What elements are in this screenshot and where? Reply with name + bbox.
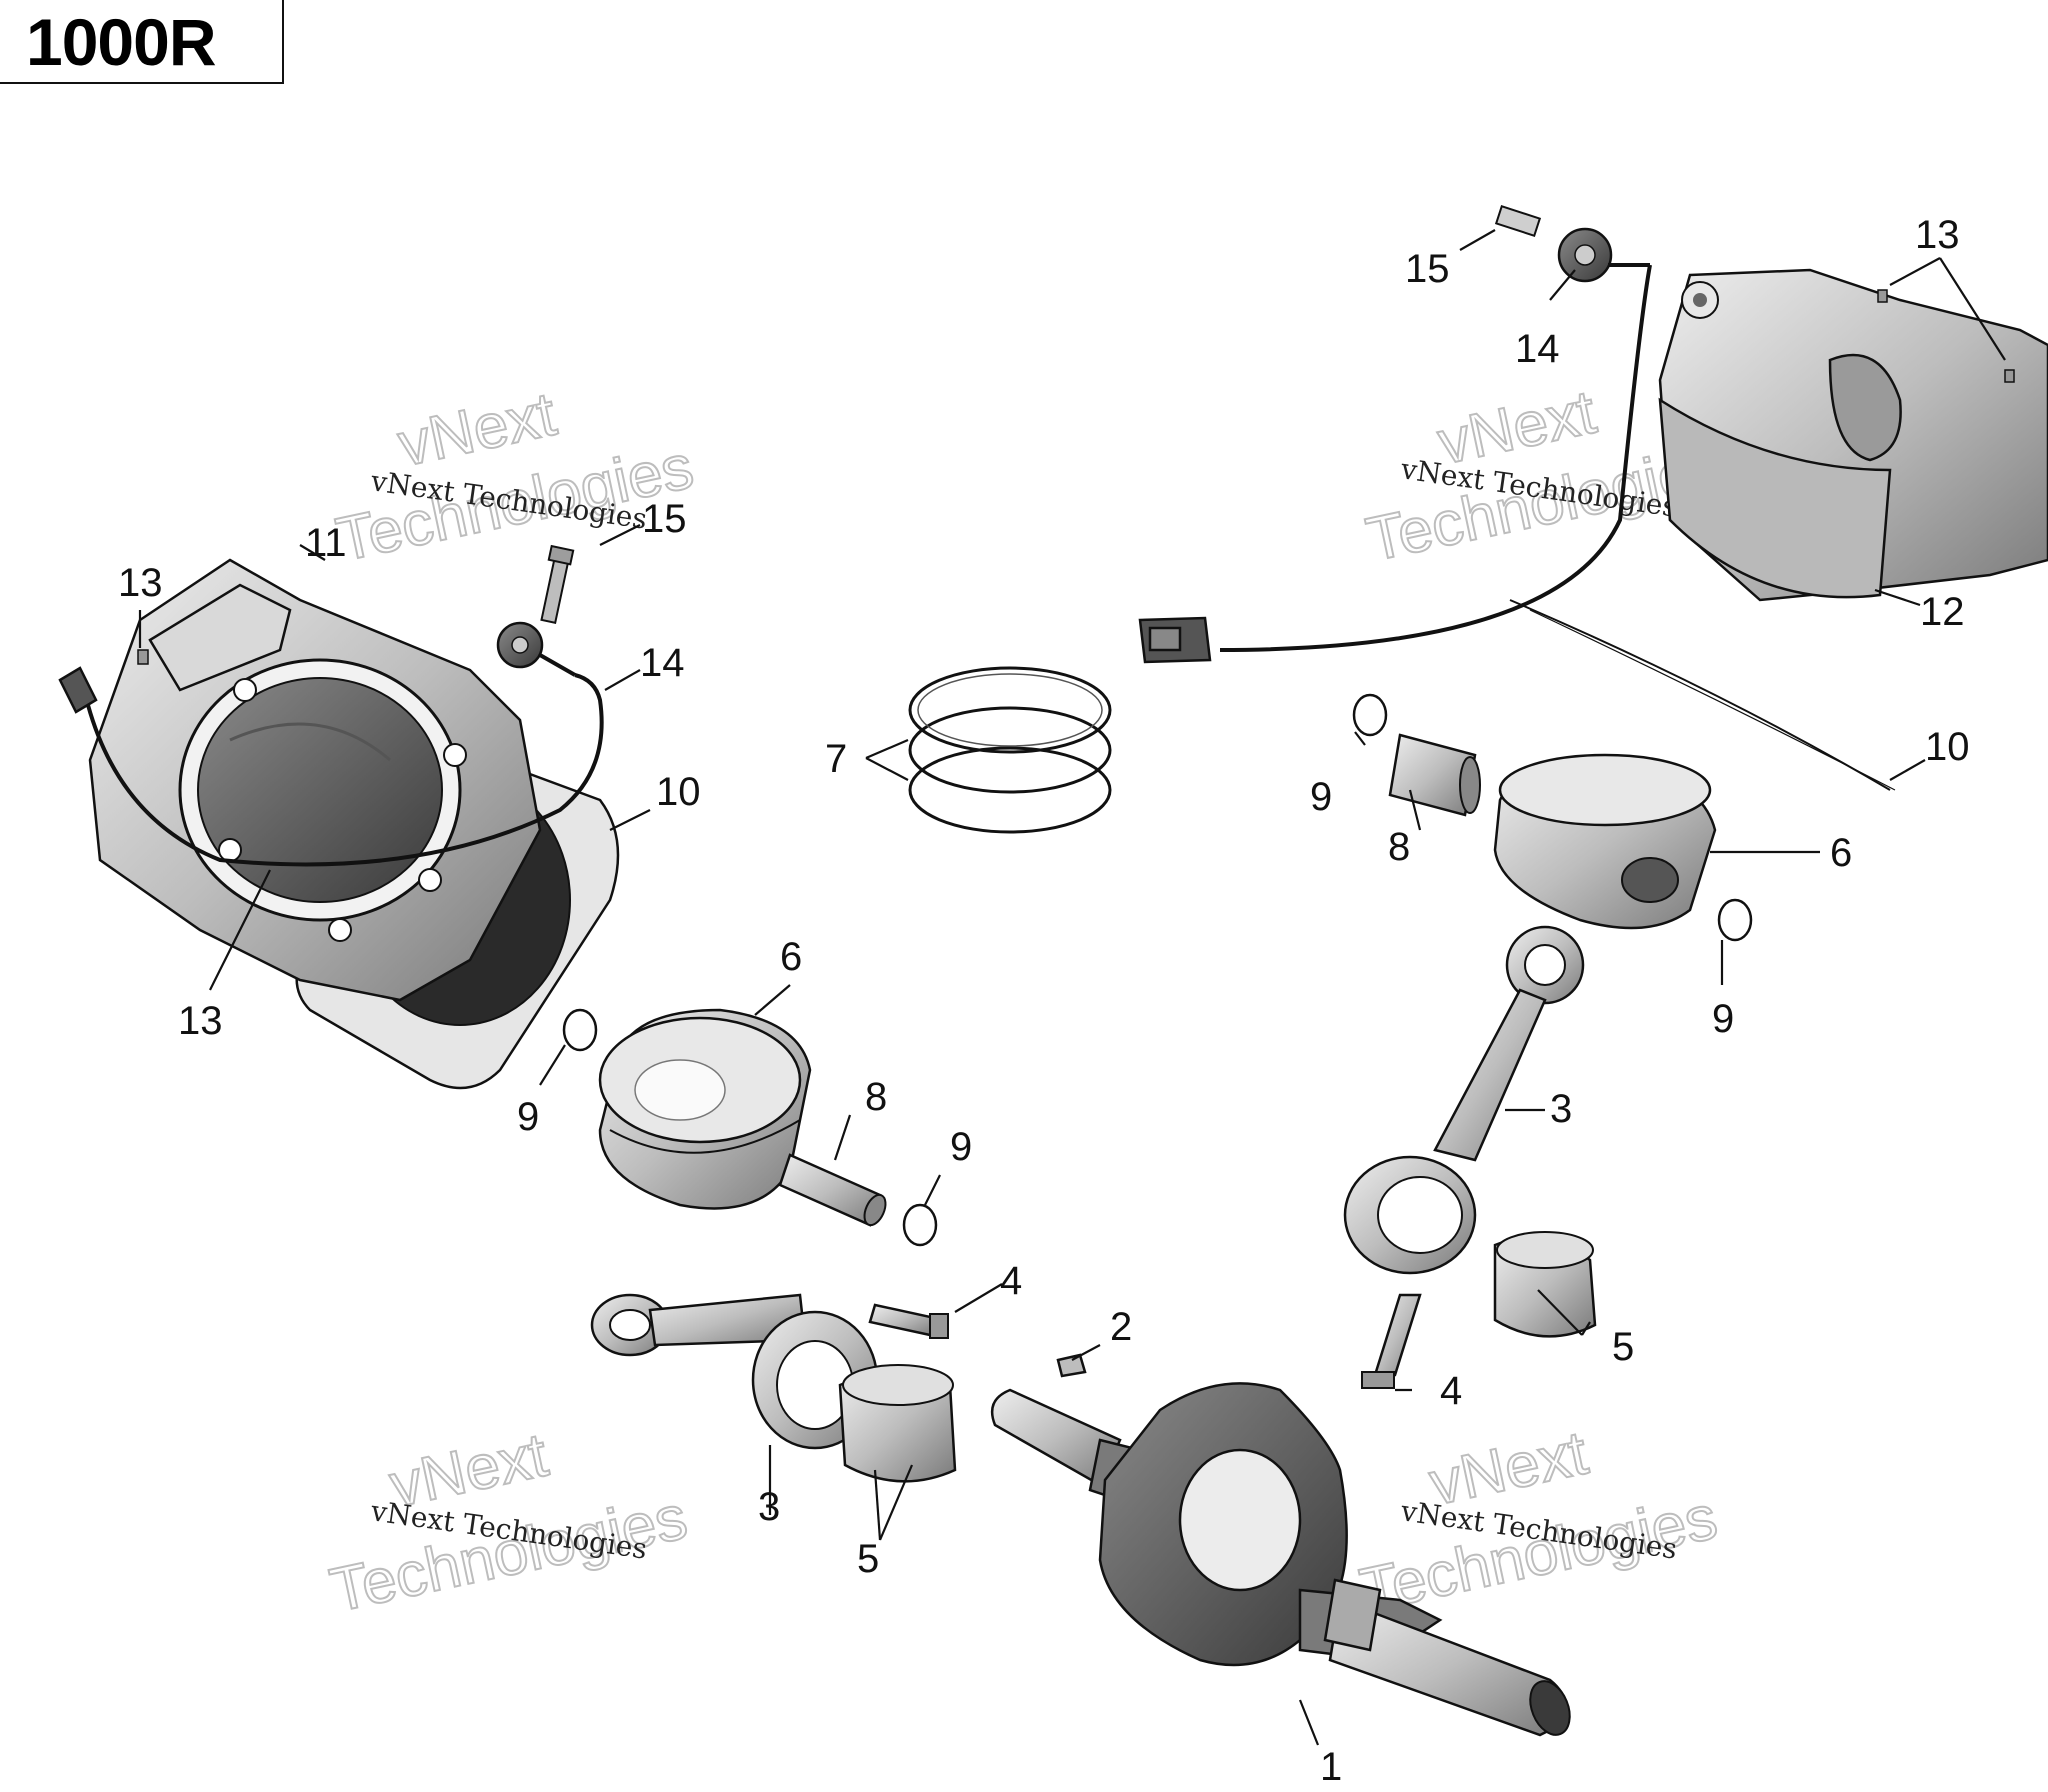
callout-8-rear: 8: [1388, 825, 1410, 869]
callout-13-rear: 13: [1915, 213, 1960, 257]
callout-12: 12: [1920, 590, 1965, 634]
rear-piston: [1352, 693, 1753, 942]
rear-cylinder: [1138, 205, 2048, 791]
woodruff-key: [1056, 1353, 1087, 1378]
front-piston: [562, 1008, 938, 1247]
callout-8-front: 8: [865, 1075, 887, 1119]
callout-6-rear: 6: [1830, 831, 1852, 875]
callout-11: 11: [305, 521, 347, 565]
crankshaft: [990, 1382, 1571, 1737]
callout-15-front: 15: [642, 497, 687, 541]
watermark-top-left: vNext Technologies: [330, 379, 700, 576]
callout-5-rear: 5: [1612, 1325, 1634, 1369]
leader-lines: [138, 229, 2006, 1746]
callout-4-rear: 4: [1440, 1369, 1462, 1413]
callout-3-rear: 3: [1550, 1087, 1572, 1131]
watermark-bottom-right: vNext Technologies: [1354, 1417, 1724, 1626]
callout-10-rear: 10: [1925, 725, 1970, 769]
front-cylinder: [58, 544, 620, 1090]
callout-6-front: 6: [780, 935, 802, 979]
model-label: 1000R: [26, 5, 216, 79]
callout-9-front-b: 9: [950, 1125, 972, 1169]
model-label-box: 1000R: [0, 0, 284, 84]
callout-9-front-a: 9: [517, 1095, 539, 1139]
callout-14-rear: 14: [1515, 327, 1560, 371]
piston-rings: [908, 666, 1112, 834]
watermark-bottom-left: vNext Technologies: [324, 1420, 694, 1627]
callout-14-front: 14: [640, 641, 685, 685]
callout-9-rear-a: 9: [1310, 775, 1332, 819]
callouts: 1 2 3 3 4 4 5 5 6 6 7 8 8 9 9 9 9 10 10 …: [118, 213, 1970, 1789]
rear-connecting-rod: [1343, 925, 1597, 1389]
callout-4-front: 4: [1000, 1259, 1022, 1303]
callout-13-front-top: 13: [118, 561, 163, 605]
callout-3-front: 3: [758, 1485, 780, 1529]
callout-5-front: 5: [857, 1537, 879, 1581]
callout-7: 7: [825, 737, 847, 781]
callout-2: 2: [1110, 1305, 1132, 1349]
front-connecting-rod: [590, 1293, 957, 1483]
callout-15-rear: 15: [1405, 247, 1450, 291]
callout-9-rear-b: 9: [1712, 997, 1734, 1041]
callout-13-front-bottom: 13: [178, 999, 223, 1043]
callout-10-front: 10: [656, 770, 701, 814]
callout-1: 1: [1320, 1745, 1342, 1789]
